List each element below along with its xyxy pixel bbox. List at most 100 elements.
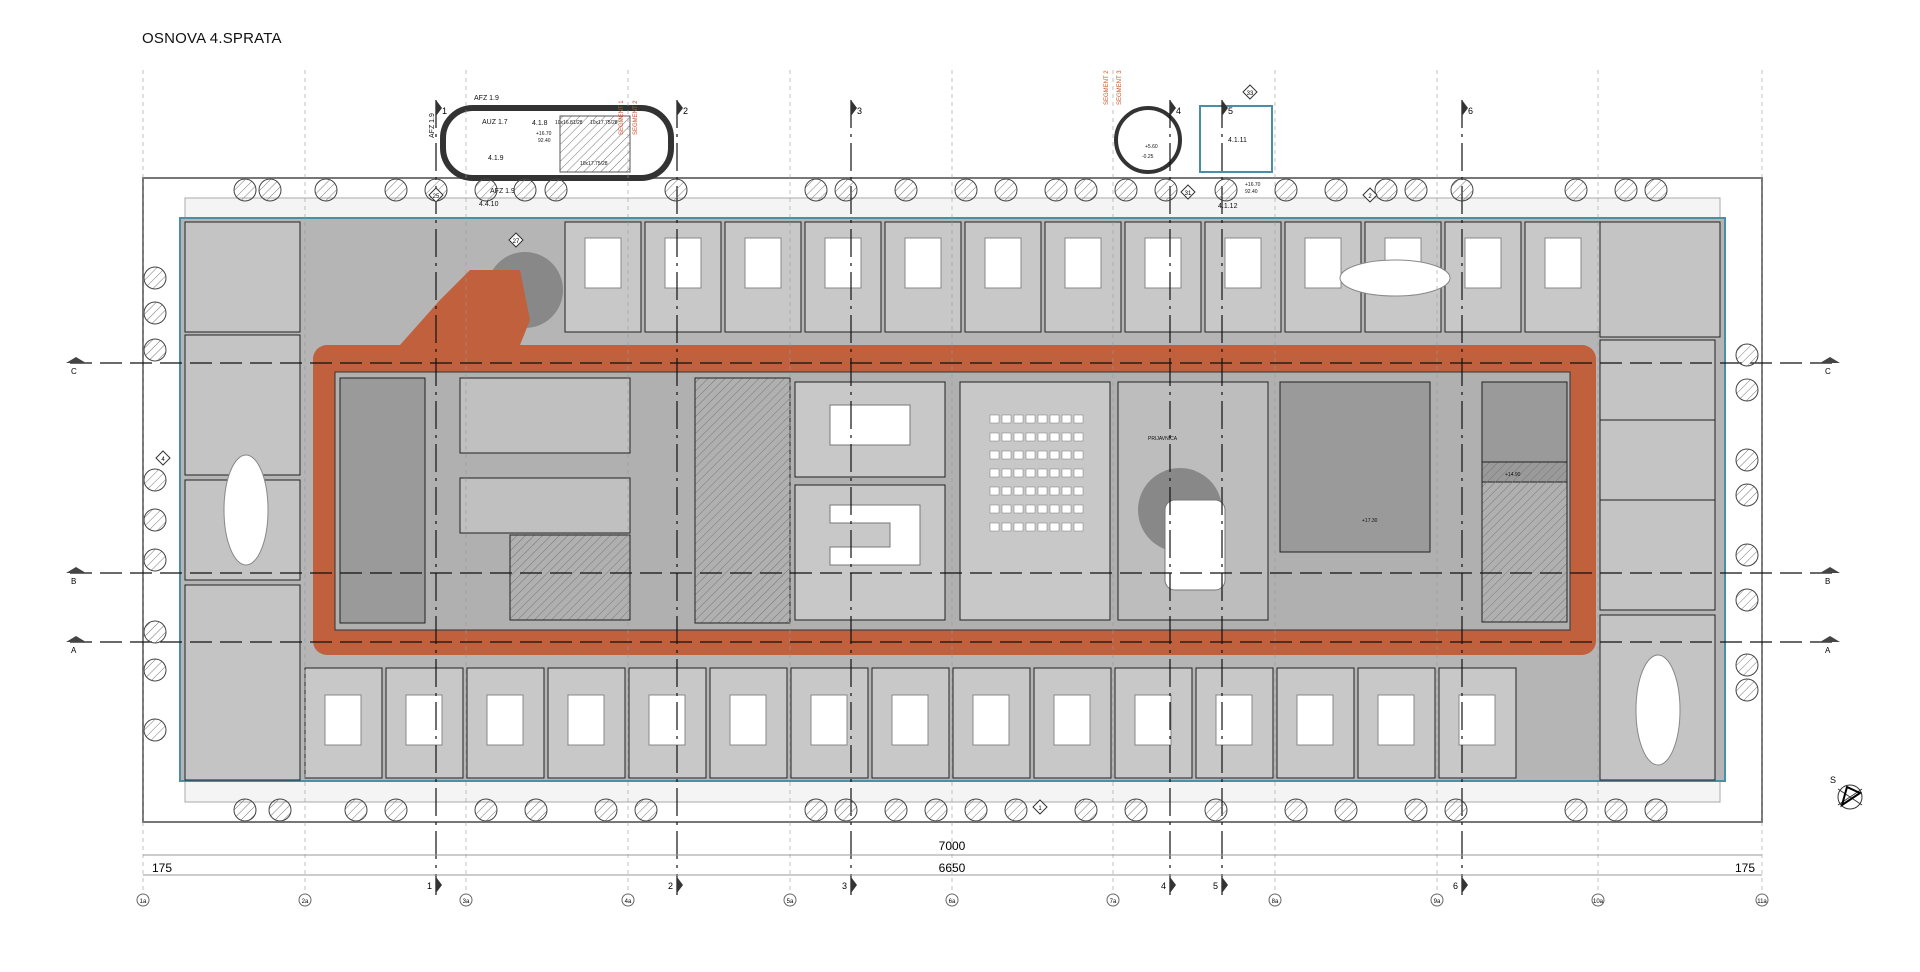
north-arrow-icon: S (1830, 775, 1863, 810)
tree-icon (233, 798, 257, 822)
tree-icon (314, 178, 338, 202)
auditorium-seat (1073, 522, 1084, 532)
tree-icon (594, 798, 618, 822)
section-cut-label: B (71, 577, 76, 586)
auditorium-seat (1013, 486, 1024, 496)
auditorium-seat (1049, 432, 1060, 442)
conference-table (829, 404, 911, 446)
auditorium-seat (989, 504, 1000, 514)
tree-icon (1074, 178, 1098, 202)
desk-cluster (1544, 237, 1582, 289)
side-room (184, 221, 301, 333)
side-room (1599, 221, 1721, 338)
tag-marker-icon (1242, 84, 1258, 100)
column-axis-label: 7a (1110, 899, 1117, 905)
tree-icon (804, 798, 828, 822)
desk-cluster (984, 237, 1022, 289)
tree-icon (233, 178, 257, 202)
section-cut-arrow-icon (66, 636, 86, 642)
tree-icon (1324, 178, 1348, 202)
tree-icon (474, 178, 498, 202)
dimension-right-offset: 175 (1735, 861, 1755, 875)
room-tag: 10x17.75/28 (580, 161, 608, 167)
tag-marker-icon (155, 450, 171, 466)
section-arrow-icon (1222, 100, 1228, 116)
room-tag: AFZ 1.9 (474, 95, 499, 102)
side-room (184, 334, 301, 476)
tag-marker-label: 33 (1247, 91, 1254, 97)
tree-icon (1114, 178, 1138, 202)
tree-icon (143, 266, 167, 290)
tree-icon (544, 178, 568, 202)
column-axis-bubble (298, 893, 312, 907)
tree-icon (1404, 798, 1428, 822)
meeting-table (1339, 259, 1451, 297)
level-mark: +17.30 (1362, 518, 1378, 524)
desk-cluster (1053, 694, 1091, 746)
room-tag: 4.1.8 (532, 120, 548, 127)
segment-label: SEGMENT 1 (619, 100, 625, 135)
level-mark: 92.40 (1245, 189, 1258, 195)
desk-cluster (824, 237, 862, 289)
tree-icon (1735, 653, 1759, 677)
desk-cluster (1064, 237, 1102, 289)
auditorium-seat (1049, 522, 1060, 532)
auditorium-seat (1061, 450, 1072, 460)
section-arrow-icon (851, 100, 857, 116)
room-tag: AFZ 1.9 (429, 113, 436, 138)
desk-cluster (648, 694, 686, 746)
office-room-bottom (304, 667, 383, 779)
column-axis-bubble (459, 893, 473, 907)
segment-label: SEGMENT 2 (1104, 70, 1110, 105)
section-arrow-icon (436, 877, 442, 893)
side-room (1599, 419, 1716, 501)
desk-cluster (584, 237, 622, 289)
auditorium-seat (1025, 450, 1036, 460)
desk-cluster (664, 237, 702, 289)
room-tag: PRIJAVNICA (1148, 436, 1178, 442)
section-arrow-icon (436, 100, 442, 116)
auditorium-seat (1025, 468, 1036, 478)
section-cut-label: C (71, 367, 77, 376)
room-tag: 4.1.9 (488, 155, 504, 162)
room-tag: 10x17.75/28 (590, 120, 618, 126)
section-axis-label: 3 (842, 881, 847, 891)
section-arrow-icon (1222, 877, 1228, 893)
column-axis-label: 6a (949, 899, 956, 905)
tree-icon (1735, 588, 1759, 612)
tree-icon (384, 798, 408, 822)
auditorium-seat (989, 450, 1000, 460)
auditorium-seat (1061, 504, 1072, 514)
auditorium-seat (989, 432, 1000, 442)
tree-icon (143, 301, 167, 325)
desk-cluster (1304, 237, 1342, 289)
column-axis-bubble (783, 893, 797, 907)
auditorium-seat (1001, 414, 1012, 424)
section-cut-label: A (71, 646, 77, 655)
tree-icon (143, 718, 167, 742)
tree-icon (954, 178, 978, 202)
dimension-left-offset: 175 (152, 861, 172, 875)
room-tag: AUZ 1.7 (482, 119, 508, 126)
tree-icon (1604, 798, 1628, 822)
section-arrow-icon (1462, 877, 1468, 893)
meeting-table (223, 454, 269, 566)
column-axis-label: 4a (625, 899, 632, 905)
auditorium-seat (989, 522, 1000, 532)
east-stair-tower (1199, 105, 1273, 173)
auditorium-seat (1037, 504, 1048, 514)
auditorium-seat (1049, 504, 1060, 514)
auditorium-seat (1073, 468, 1084, 478)
desk-cluster (486, 694, 524, 746)
tree-icon (143, 658, 167, 682)
tree-icon (994, 178, 1018, 202)
column-axis-label: 11a (1757, 899, 1767, 905)
auditorium-seat (1025, 414, 1036, 424)
tree-icon (1154, 178, 1178, 202)
section-cut-label: C (1825, 367, 1831, 376)
tag-marker-icon (1362, 187, 1378, 203)
lounge-sofa (1164, 499, 1226, 591)
auditorium-seat (1025, 522, 1036, 532)
tree-icon (1124, 798, 1148, 822)
tree-icon (664, 178, 688, 202)
